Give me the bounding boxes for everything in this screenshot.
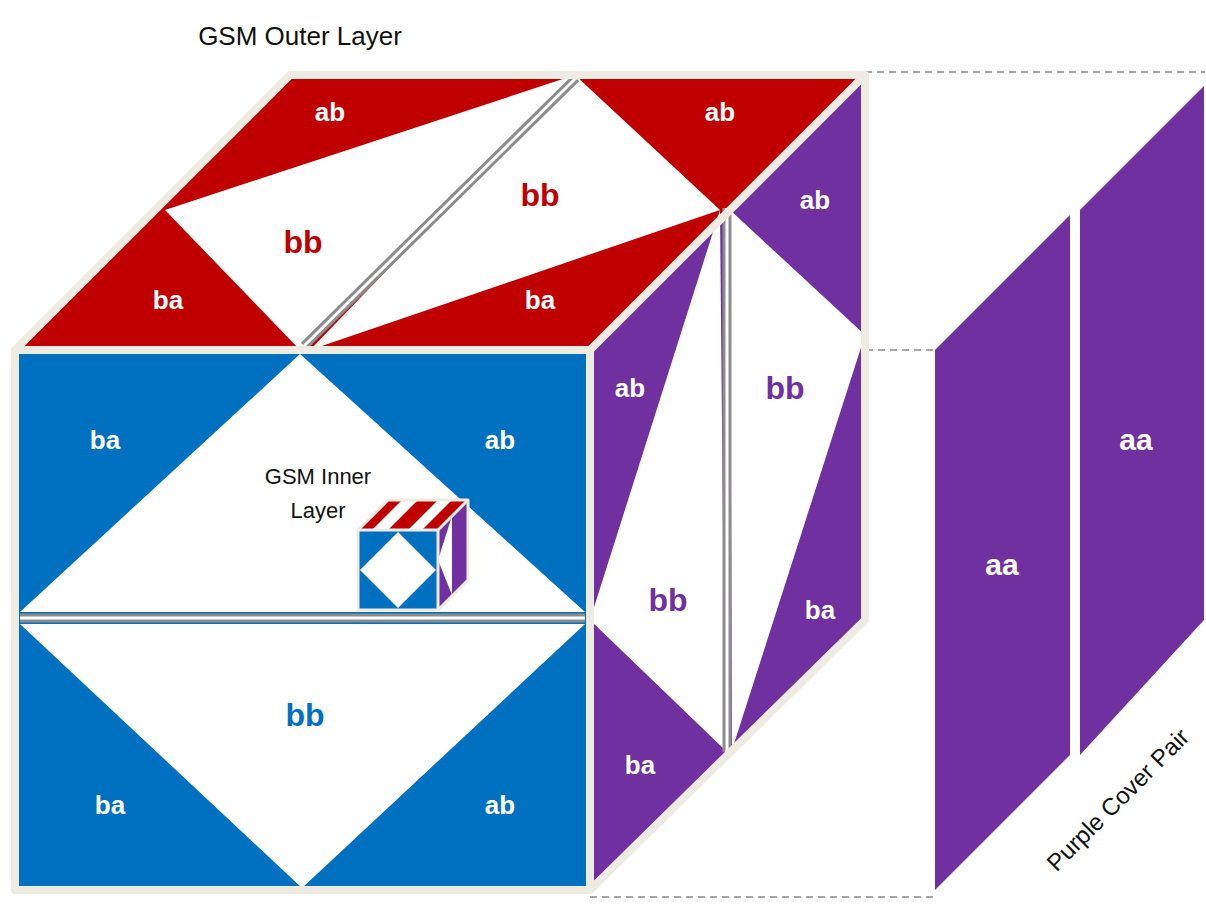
tri-label: ba xyxy=(153,285,183,316)
tri-label: bb xyxy=(283,224,322,261)
front-face xyxy=(15,350,590,890)
divider-lines xyxy=(20,78,727,752)
inner-layer-label: GSM Inner Layer xyxy=(253,460,383,528)
tri-label: bb xyxy=(285,697,324,734)
tri-label: ab xyxy=(485,425,515,456)
tri-label: ba xyxy=(625,750,655,781)
tri-label: ba xyxy=(90,425,120,456)
tri-label: bb xyxy=(765,370,804,407)
tri-label: ab xyxy=(485,790,515,821)
tri-label: ba xyxy=(95,790,125,821)
diagram-title: GSM Outer Layer xyxy=(198,21,402,52)
tri-label: bb xyxy=(520,177,559,214)
tri-label: ba xyxy=(805,595,835,626)
tri-label: bb xyxy=(648,582,687,619)
tri-label: ab xyxy=(705,97,735,128)
inner-cube xyxy=(358,500,468,610)
tri-label: ab xyxy=(800,185,830,216)
tri-label: ab xyxy=(615,373,645,404)
tri-label: ab xyxy=(315,97,345,128)
cube-outline xyxy=(15,75,865,890)
tri-label: ba xyxy=(525,285,555,316)
right-face xyxy=(590,75,865,890)
cover-pair xyxy=(935,86,1204,890)
cover-label: aa xyxy=(985,548,1018,582)
cover-label: aa xyxy=(1119,423,1152,457)
